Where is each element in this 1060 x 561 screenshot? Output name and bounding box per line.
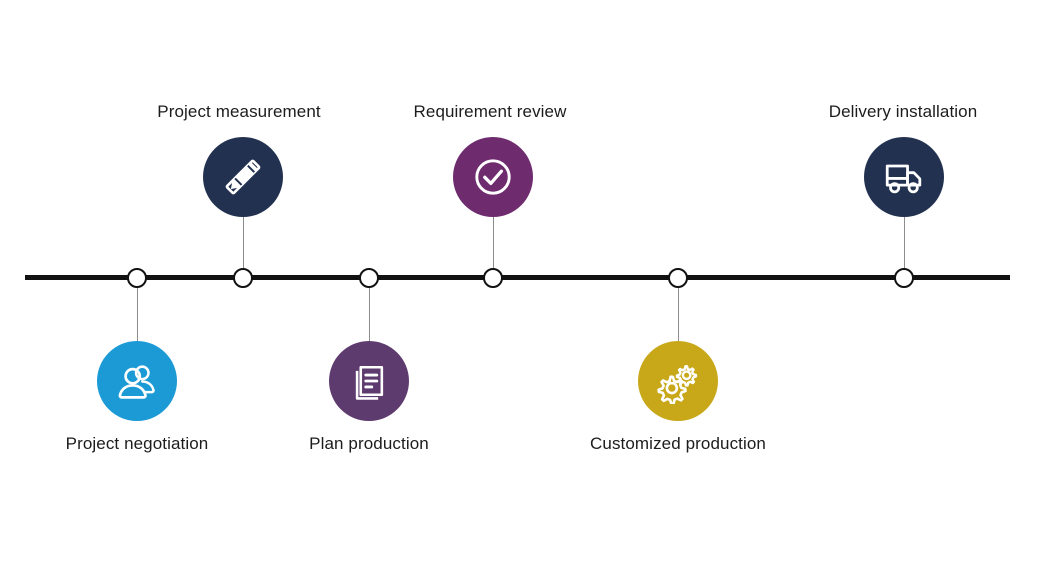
node-marker-project-negotiation[interactable] [127,268,147,288]
connector-project-negotiation [136,288,138,341]
stage-label-customized-production: Customized production [590,434,766,453]
check-circle-icon [469,153,517,201]
people-group-icon [114,358,160,404]
stage-label-requirement-review: Requirement review [413,102,567,121]
stage-label-delivery-installation: Delivery installation [828,102,978,121]
connector-delivery-installation [903,217,905,268]
icon-disc-requirement-review[interactable] [453,137,533,217]
node-marker-customized-production[interactable] [668,268,688,288]
truck-icon [881,154,927,200]
node-marker-project-measurement[interactable] [233,268,253,288]
node-marker-delivery-installation[interactable] [894,268,914,288]
icon-disc-project-measurement[interactable] [203,137,283,217]
stage-label-project-negotiation: Project negotiation [65,434,209,453]
connector-customized-production [677,288,679,341]
icon-disc-plan-production[interactable] [329,341,409,421]
documents-icon [347,359,391,403]
pencil-ruler-icon [219,153,267,201]
stage-label-project-measurement: Project measurement [157,102,321,121]
icon-disc-customized-production[interactable] [638,341,718,421]
connector-project-measurement [242,217,244,268]
node-marker-plan-production[interactable] [359,268,379,288]
gears-icon [655,358,701,404]
connector-requirement-review [492,217,494,268]
stage-label-plan-production: Plan production [309,434,429,453]
icon-disc-delivery-installation[interactable] [864,137,944,217]
timeline-axis [25,275,1010,280]
node-marker-requirement-review[interactable] [483,268,503,288]
icon-disc-project-negotiation[interactable] [97,341,177,421]
connector-plan-production [368,288,370,341]
